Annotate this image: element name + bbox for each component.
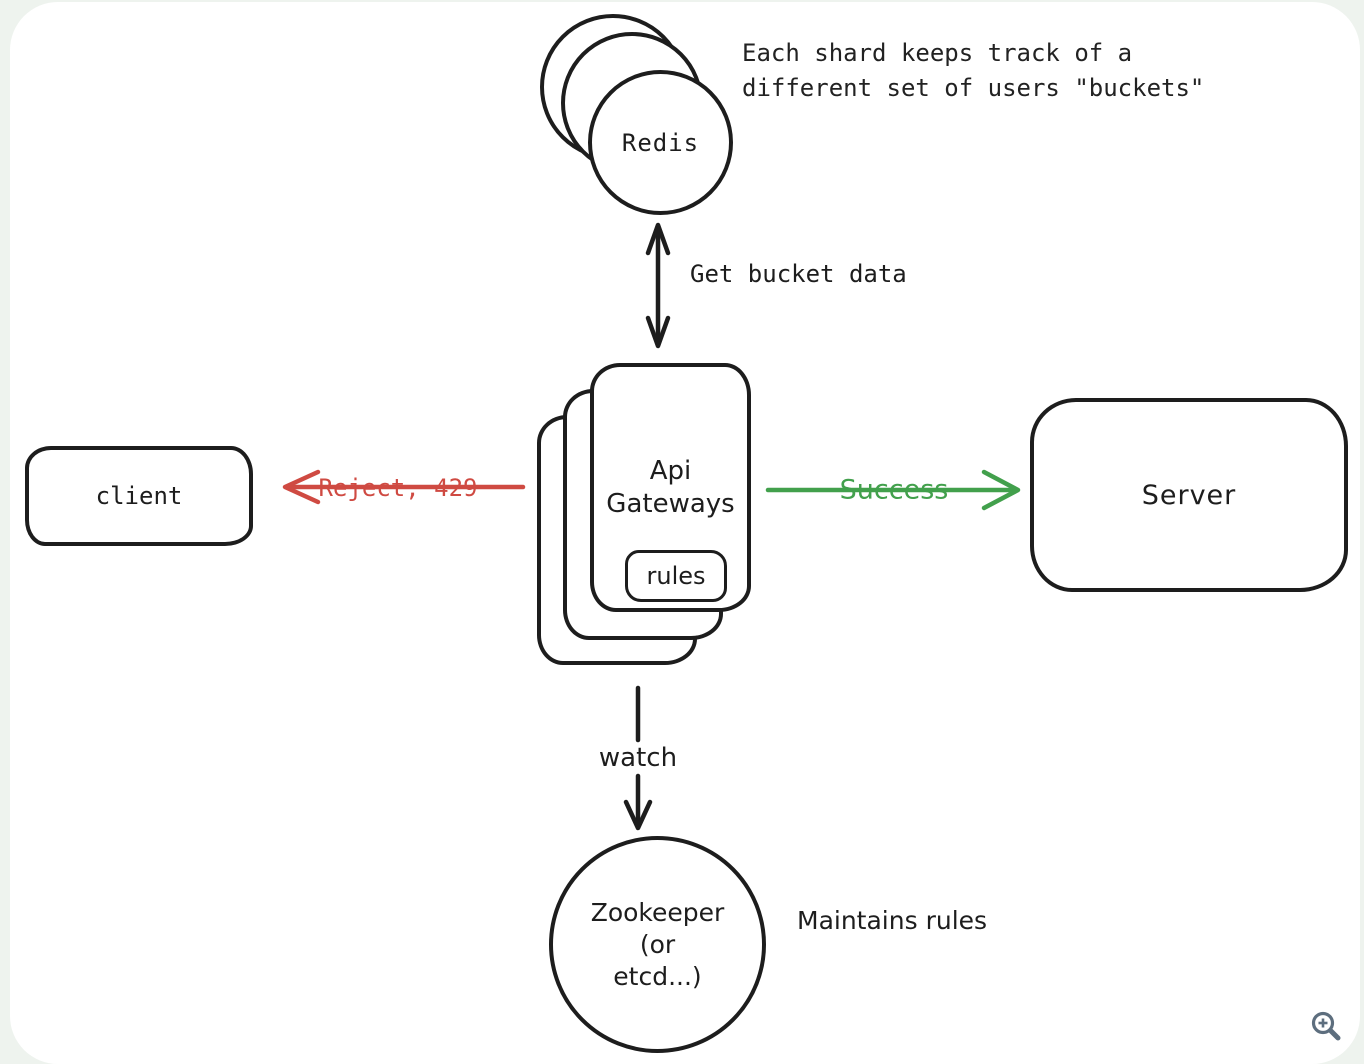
watch-label: watch: [598, 743, 678, 773]
zoom-in-button[interactable]: [1308, 1008, 1346, 1046]
redis-node: Redis: [588, 70, 733, 215]
zookeeper-label-line3: etcd...): [613, 961, 702, 991]
client-node: client: [25, 446, 253, 546]
zookeeper-label-line2: (or: [639, 929, 676, 959]
server-node: Server: [1030, 398, 1348, 592]
shard-note-line1: Each shard keeps track of a: [742, 39, 1133, 67]
maintains-rules-note: Maintains rules: [797, 906, 988, 935]
shard-note: Each shard keeps track of a different se…: [742, 36, 1204, 106]
api-gateways-label: Api Gateways: [594, 455, 747, 521]
reject-label: Reject, 429: [318, 474, 478, 502]
api-gateways-label-line1: Api: [649, 456, 692, 486]
server-label: Server: [1141, 479, 1237, 511]
get-bucket-data-label: Get bucket data: [690, 260, 907, 288]
zookeeper-node: Zookeeper (or etcd...): [549, 836, 766, 1053]
zoom-in-icon: [1311, 1011, 1341, 1041]
zookeeper-label-line1: Zookeeper: [590, 897, 725, 927]
api-gateways-node: Api Gateways rules: [590, 363, 751, 612]
api-gateways-label-line2: Gateways: [606, 489, 735, 519]
rules-box: rules: [625, 550, 727, 602]
redis-label: Redis: [621, 128, 700, 157]
zookeeper-label: Zookeeper (or etcd...): [591, 897, 725, 993]
shard-note-line2: different set of users "buckets": [742, 74, 1205, 102]
success-label: Success: [839, 474, 949, 506]
rules-label: rules: [646, 562, 706, 590]
client-label: client: [95, 482, 183, 510]
